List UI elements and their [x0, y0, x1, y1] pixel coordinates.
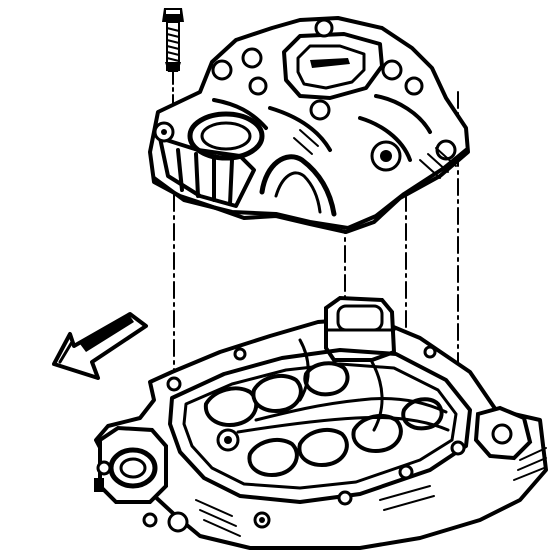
front-direction-arrow [52, 312, 148, 380]
rear-corner-block [473, 405, 547, 481]
lower-intake-manifold [94, 295, 548, 550]
thermostat-housing [94, 425, 168, 504]
upper-intake-manifold [148, 16, 470, 234]
bolt [162, 8, 184, 113]
